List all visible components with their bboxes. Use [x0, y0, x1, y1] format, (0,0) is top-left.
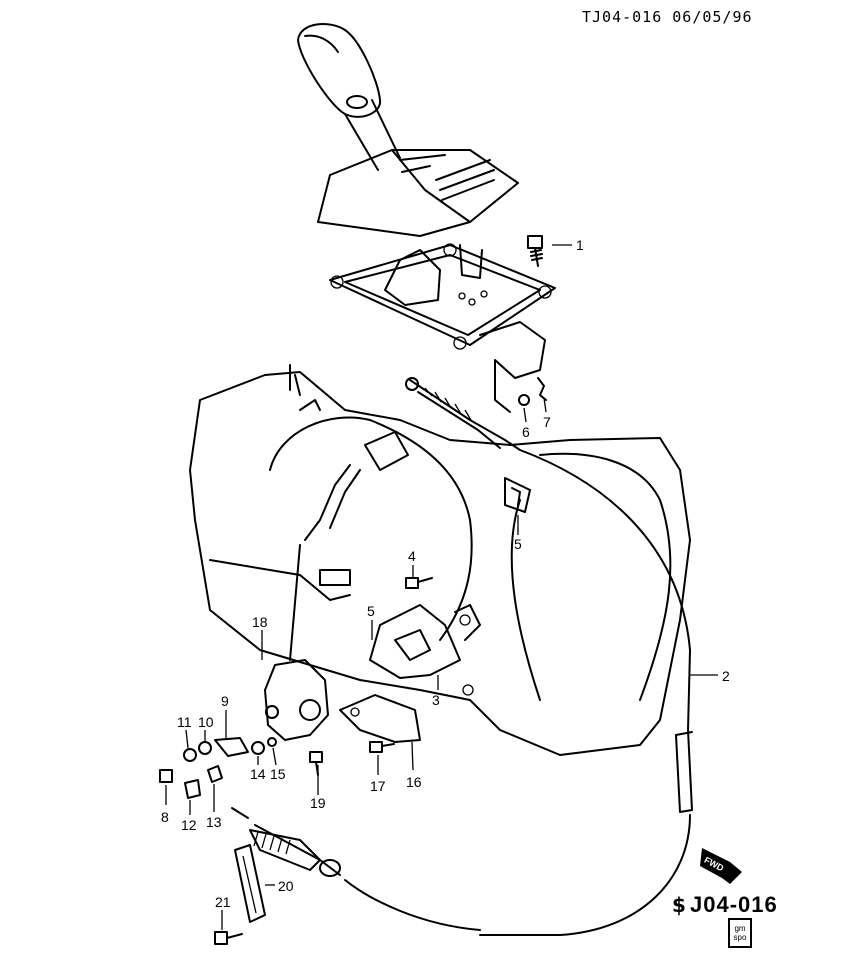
bolt-4 [405, 577, 433, 589]
callout-19: 19 [310, 795, 326, 811]
callout-1: 1 [576, 237, 584, 253]
fwd-arrow-icon: FWD [700, 848, 742, 884]
callout-6: 6 [522, 424, 530, 440]
diagram-code: J04-016 [690, 892, 778, 917]
drawing-reference: TJ04-016 06/05/96 [582, 8, 753, 26]
section-mark-icon: $ [672, 893, 686, 917]
pin-7 [537, 377, 547, 401]
leader-lines [165, 244, 718, 930]
clip-15 [267, 737, 277, 747]
callout-5a: 5 [514, 536, 522, 552]
bracket-20 [234, 844, 266, 923]
nut-6 [518, 394, 530, 406]
callout-15: 15 [270, 766, 286, 782]
callout-17: 17 [370, 778, 386, 794]
bolt-19 [309, 751, 323, 776]
callout-5b: 5 [367, 603, 375, 619]
bolt-1 [527, 235, 543, 267]
bracket-3 [369, 604, 481, 696]
callout-4: 4 [408, 548, 416, 564]
bolt-13 [207, 765, 223, 783]
callout-12: 12 [181, 817, 197, 833]
shift-lever [297, 23, 401, 171]
washer-14 [251, 741, 265, 755]
lever-9 [214, 737, 249, 757]
callout-8: 8 [161, 809, 169, 825]
neutral-switch-18 [264, 544, 329, 741]
spo-logo-text: spo [733, 933, 747, 942]
washer-10 [198, 741, 212, 755]
nut-8 [159, 769, 173, 783]
shift-base-plate [329, 243, 556, 413]
wiring-connector [304, 431, 409, 541]
bracket-16 [339, 694, 421, 743]
callout-9: 9 [221, 693, 229, 709]
bolt-17 [369, 741, 395, 753]
cable-end-boot [231, 807, 341, 877]
bolt-21 [214, 931, 243, 945]
callout-3: 3 [432, 692, 440, 708]
callout-16: 16 [406, 774, 422, 790]
callout-14: 14 [250, 766, 266, 782]
nut-11 [183, 748, 197, 762]
callout-7: 7 [543, 414, 551, 430]
shift-boot [317, 149, 519, 237]
callout-20: 20 [278, 878, 294, 894]
callout-10: 10 [198, 714, 214, 730]
callout-18: 18 [252, 614, 268, 630]
callout-21: 21 [215, 894, 231, 910]
shift-cable-2 [254, 377, 693, 936]
joint-12 [184, 779, 201, 799]
clamp-5-upper [504, 477, 531, 513]
gm-spo-logo: gm spo [728, 918, 752, 948]
callout-13: 13 [206, 814, 222, 830]
gm-logo-text: gm [734, 924, 746, 933]
callout-2: 2 [722, 668, 730, 684]
callout-11: 11 [177, 714, 192, 730]
